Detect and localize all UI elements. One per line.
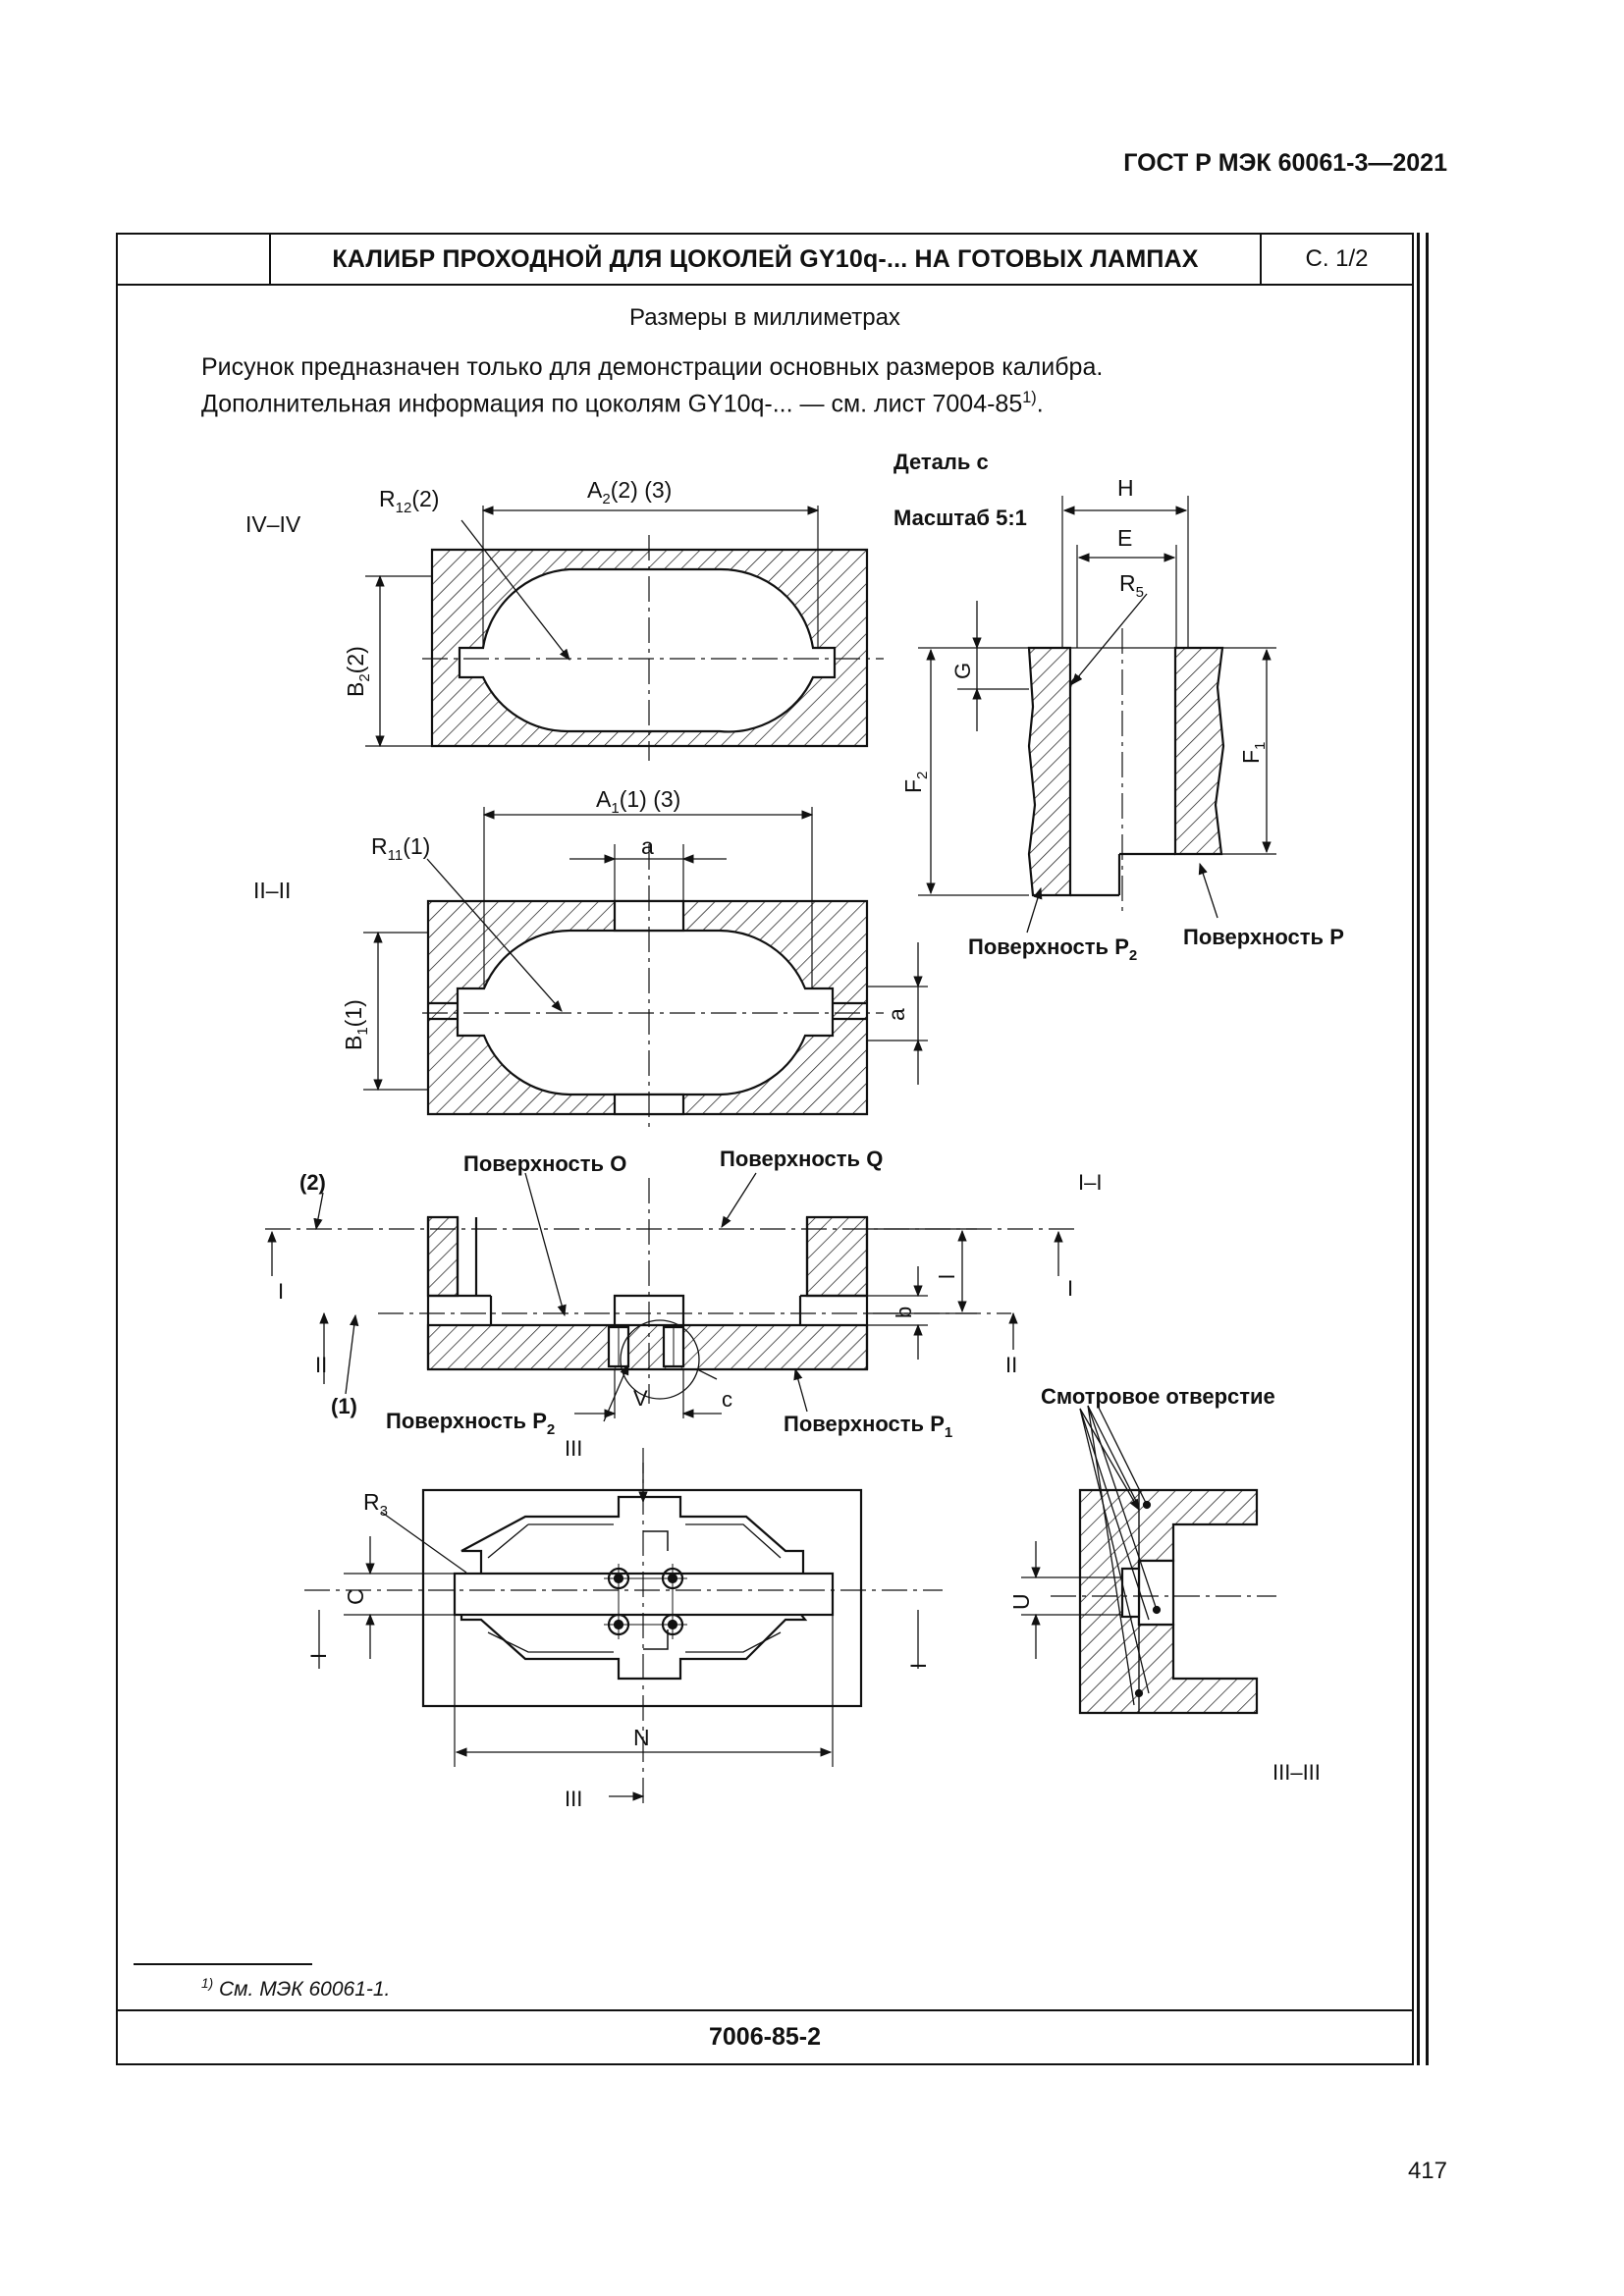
dimension-label: R11(1) — [371, 833, 430, 864]
section-iv-view — [365, 506, 884, 761]
section-label: III–III — [1272, 1760, 1321, 1785]
surface-label: Поверхность P1 — [784, 1412, 952, 1441]
description-end: . — [1036, 390, 1044, 418]
dimension-label: A1(1) (3) — [596, 786, 680, 817]
sheet-code: 7006-85-2 — [709, 2023, 821, 2051]
footnote-text: См. МЭК 60061-1. — [213, 1978, 391, 2001]
title-page-cell — [1260, 233, 1414, 286]
section-mark: I — [1067, 1276, 1073, 1301]
footnote-mark: 1) — [201, 1976, 214, 1991]
dimension-label: N — [633, 1725, 650, 1750]
description-line: Рисунок предназначен только для демонстр… — [201, 353, 1104, 381]
surface-label: Поверхность P2 — [386, 1409, 555, 1438]
dimension-label: l — [935, 1274, 959, 1279]
dimension-label: G — [950, 663, 975, 679]
dimension-label: a — [641, 833, 654, 859]
dimension-label: U — [1008, 1593, 1034, 1610]
section-mark: I — [906, 1663, 931, 1669]
footnote-rule — [134, 1963, 312, 1965]
section-mark: I — [306, 1653, 331, 1659]
title-empty-cell — [116, 233, 271, 286]
sheet-title: КАЛИБР ПРОХОДНОЙ ДЛЯ ЦОКОЛЕЙ GY10q-... Н… — [332, 245, 1199, 273]
section-i-view — [265, 1172, 1075, 1422]
dimension-label: A2(2) (3) — [587, 477, 672, 507]
section-label: I–I — [1078, 1170, 1102, 1195]
surface-label: Поверхность O — [463, 1151, 626, 1176]
detail-title: Деталь c — [893, 450, 989, 474]
dimension-label: B1(1) — [341, 999, 371, 1050]
section-mark: II — [1005, 1353, 1017, 1377]
surface-label: Поверхность P — [1183, 925, 1344, 949]
dimension-label: F2 — [900, 772, 931, 793]
frame-binding-line — [1417, 233, 1420, 2065]
dimension-label: B2(2) — [343, 646, 373, 697]
document-number: ГОСТ Р МЭК 60061-3—2021 — [1123, 149, 1447, 177]
sheet-frame — [116, 233, 1414, 2065]
detail-c-view — [918, 496, 1276, 934]
dimension-label: R12(2) — [379, 486, 439, 516]
page-number: 417 — [1407, 2158, 1447, 2184]
plane-label: (2) — [299, 1170, 326, 1195]
section-ii-view — [363, 807, 928, 1129]
section-label: IV–IV — [245, 511, 301, 537]
sheet-page-indicator: С. 1/2 — [1305, 245, 1369, 272]
dimension-label: R5 — [1119, 570, 1144, 601]
section-mark: II — [315, 1353, 327, 1377]
detail-label: c — [722, 1387, 732, 1412]
dimension-label: C — [343, 1588, 368, 1605]
surface-label: Поверхность Q — [720, 1147, 883, 1171]
plan-view — [304, 1448, 943, 1806]
detail-scale: Масштаб 5:1 — [893, 506, 1027, 530]
surface-label: Поверхность P2 — [968, 934, 1137, 964]
footnote: 1) См. МЭК 60061-1. — [201, 1976, 390, 2002]
dimension-label: E — [1117, 525, 1132, 551]
section-iii-view — [1021, 1405, 1276, 1715]
section-mark: I — [278, 1279, 284, 1304]
gauge-drawing: IV–IV A2(2) (3) R12(2) B2(2) II–II A1(1)… — [245, 450, 1344, 1811]
dimension-label: V — [633, 1386, 648, 1411]
dimensions-note: Размеры в миллиметрах — [629, 304, 900, 331]
section-mark: III — [565, 1787, 582, 1811]
dimension-label: R3 — [363, 1489, 388, 1520]
plane-label: (1) — [331, 1394, 357, 1418]
dimension-label: F1 — [1238, 742, 1269, 764]
description-line: Дополнительная информация по цоколям GY1… — [201, 389, 1044, 418]
dimension-label: b — [892, 1307, 916, 1318]
viewing-hole-label: Смотровое отверстие — [1041, 1384, 1275, 1409]
section-mark: III — [565, 1436, 582, 1461]
description-text: Дополнительная информация по цоколям GY1… — [201, 390, 1023, 418]
dimension-label: a — [884, 1008, 909, 1021]
title-row — [116, 233, 1414, 286]
frame-binding-line — [1426, 233, 1429, 2065]
section-label: II–II — [253, 878, 291, 903]
dimension-label: H — [1117, 475, 1134, 501]
footer-row — [116, 2009, 1414, 2065]
footnote-reference: 1) — [1022, 389, 1037, 406]
